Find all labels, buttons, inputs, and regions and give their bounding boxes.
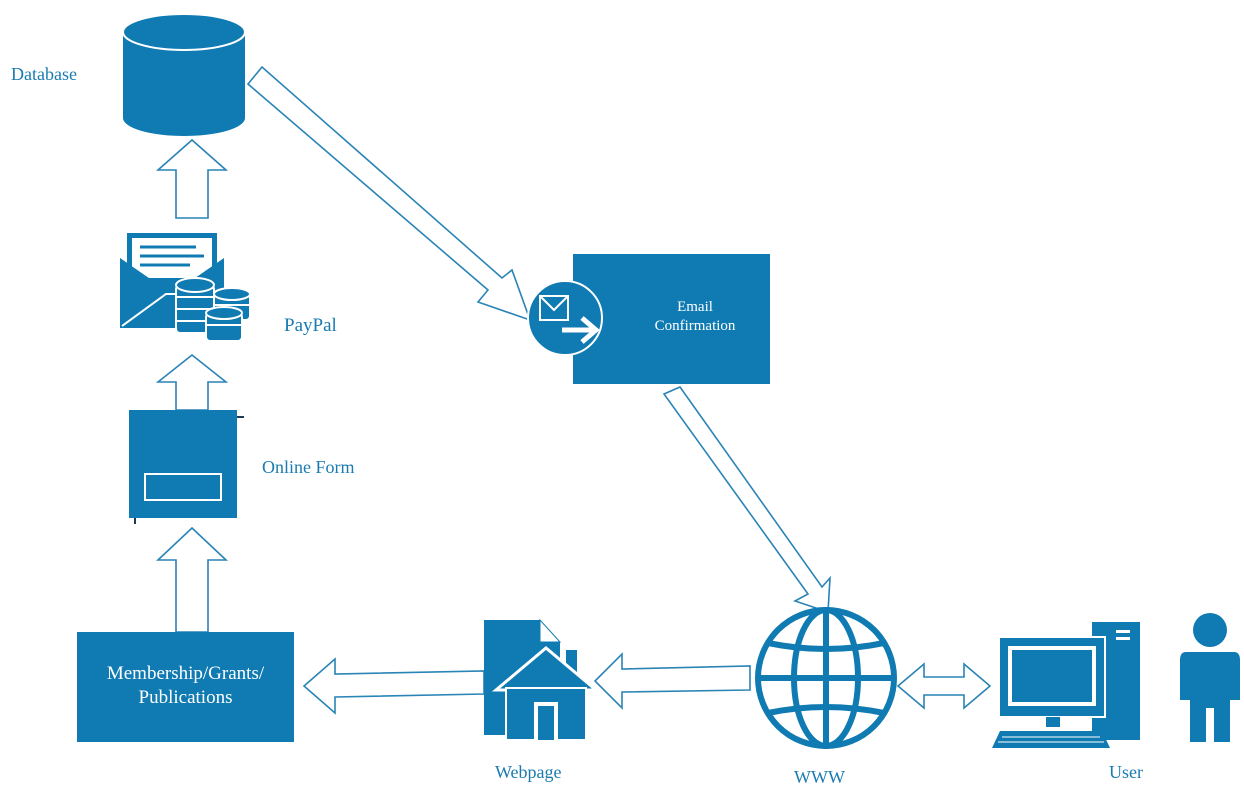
database-icon: [122, 13, 246, 136]
email-label-line1: Email: [677, 299, 713, 315]
webpage-label: Webpage: [495, 762, 562, 782]
email-label-line2: Confirmation: [654, 317, 736, 334]
arrow-form-to-paypal: [155, 353, 229, 411]
computer-icon: [992, 622, 1140, 748]
user-label: User: [1109, 762, 1143, 782]
coins-icon: [175, 277, 251, 342]
globe-icon: [755, 607, 897, 749]
paypal-label: PayPal: [284, 315, 337, 336]
membership-label-line1: Membership/Grants/: [106, 663, 265, 684]
online-form-label: Online Form: [262, 457, 355, 477]
membership-text: Membership/Grants/ Publications: [77, 662, 294, 710]
arrow-membership-to-form: [155, 526, 229, 633]
arrow-webpage-to-membership: [302, 657, 485, 715]
user-person-icon: [1180, 613, 1240, 742]
www-label: WWW: [794, 767, 845, 787]
arrow-www-user-bidirectional: [896, 662, 992, 710]
email-send-icon: [527, 280, 603, 356]
arrow-www-to-webpage: [593, 652, 751, 710]
email-confirmation-text: Email Confirmation: [600, 298, 790, 336]
arrow-paypal-to-database: [155, 138, 229, 219]
arrow-email-to-www: [662, 386, 831, 614]
online-form-icon: [129, 410, 246, 526]
webpage-home-icon: [484, 618, 601, 741]
membership-label-line2: Publications: [138, 686, 233, 708]
database-label: Database: [11, 64, 77, 84]
arrow-database-to-email: [246, 65, 532, 322]
email-confirmation-box: [573, 254, 770, 384]
membership-grants-publications-box: [77, 632, 294, 742]
